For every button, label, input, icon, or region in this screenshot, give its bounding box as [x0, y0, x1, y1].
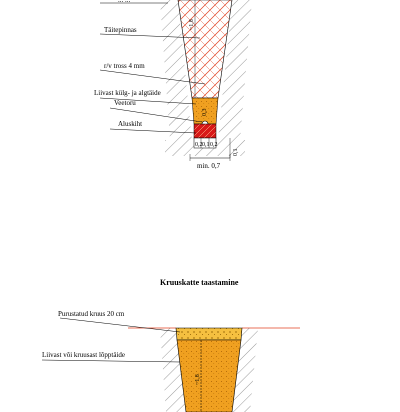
right-seg-dim: 0,2 [210, 142, 218, 148]
label-purustatud: Purustatud kruus 20 cm [58, 310, 125, 318]
label-liivast-loppt: Liivast või kruusast lõpptäide [42, 351, 125, 359]
mid-seg-dim: 0,1 [202, 142, 210, 148]
gravel-layer [175, 327, 243, 341]
bottom-depth-dim: ~1,8 [195, 374, 201, 385]
soil-left [160, 0, 192, 140]
depth-dim-text: ~1,8 [189, 19, 195, 30]
bottom-soil-left [160, 328, 186, 412]
leader-aluskiht [109, 128, 197, 134]
leader-purustatud [59, 317, 181, 333]
bottom-strip [193, 137, 217, 149]
label-veetoru: Veetoru [114, 99, 136, 107]
bottom-dim: 0,1 [233, 149, 239, 157]
leader-liivast [99, 97, 197, 105]
leader-veetoru [109, 107, 203, 123]
top-trench-section: ... ... Täitepinnas r/v tross 4 mm Liiva… [94, 0, 252, 170]
bottom-diagram-title: Kruuskatte taastamine [160, 278, 239, 287]
width-dim-text: min. 0,7 [197, 162, 221, 170]
label-tatepinnas: Täitepinnas [104, 26, 137, 34]
bedding-layer [193, 123, 217, 139]
label-liivast: Liivast külg- ja algtäide [94, 89, 161, 97]
final-fill-zone [176, 339, 242, 412]
bottom-trench-section: Kruuskatte taastamine Purustatud kruus 2… [41, 278, 300, 412]
pipe-cover-dim: 0,3 [202, 109, 208, 117]
leader-tross [99, 69, 206, 85]
label-partial-top: ... ... [118, 0, 131, 4]
label-tross: r/v tross 4 mm [104, 62, 145, 70]
left-seg-dim: 0,2 [195, 142, 203, 148]
bottom-soil-right [232, 328, 258, 412]
leader-tatepinnas [99, 33, 201, 39]
soil-right [218, 0, 252, 140]
label-aluskiht: Aluskiht [118, 120, 142, 128]
leader-liivast-loppt [41, 359, 181, 363]
